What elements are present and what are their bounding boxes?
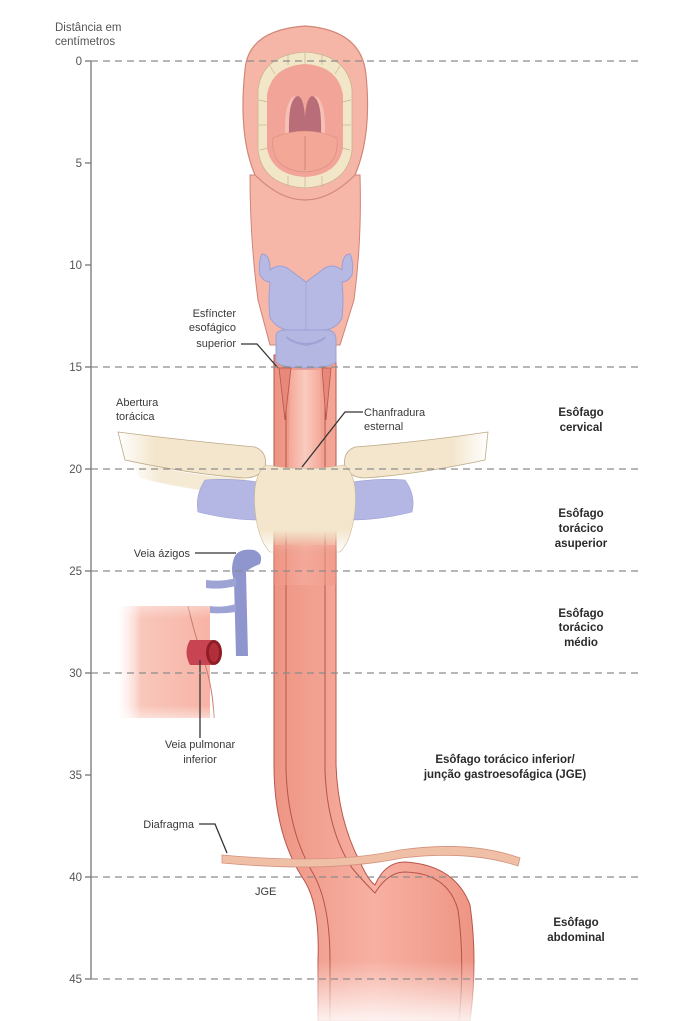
segment-upper-thoracic-3: asuperior	[555, 538, 608, 550]
segment-upper-thoracic-2: torácico	[559, 523, 604, 535]
label-sphincter-1: Esfíncter	[193, 308, 237, 320]
label-thoracic-opening-2: torácica	[116, 411, 155, 423]
mouth	[242, 25, 369, 201]
leader-lines	[195, 343, 363, 854]
label-sphincter-3: superior	[196, 338, 236, 350]
axis-tick-label: 0	[76, 56, 82, 68]
segment-cervical-1: Esôfago	[558, 407, 603, 419]
azygos-vein	[206, 549, 262, 656]
axis-tick-label: 40	[69, 872, 82, 884]
label-pulmonary-vein-2: inferior	[183, 754, 217, 766]
thyroid-cartilage	[258, 253, 354, 369]
axis-tick-label: 35	[69, 770, 82, 782]
anatomy-labels: Esfíncter esofágico superior Abertura to…	[116, 308, 426, 898]
segment-abdominal-1: Esôfago	[553, 917, 598, 929]
thoracic-bones	[117, 431, 489, 553]
axis-tick-label: 5	[76, 158, 82, 170]
label-azygos-vein: Veia ázigos	[134, 548, 191, 560]
segment-labels: Esôfago cervical Esôfago torácico asuper…	[423, 407, 608, 944]
segment-cervical-2: cervical	[560, 422, 603, 434]
axis-tick-label: 30	[69, 668, 82, 680]
axis-tick-label: 15	[69, 362, 82, 374]
segment-lower-thoracic-1: Esôfago torácico inferior/	[435, 754, 575, 766]
axis-tick-label: 20	[69, 464, 82, 476]
axis-title-line2: centímetros	[55, 36, 115, 48]
segment-lower-thoracic-2: junção gastroesofágica (JGE)	[423, 769, 586, 781]
label-pulmonary-vein-1: Veia pulmonar	[165, 739, 236, 751]
axis-ticks: 0 5 10 15 20 25 30 35 40 45	[69, 56, 91, 986]
axis-tick-label: 45	[69, 974, 82, 986]
segment-abdominal-2: abdominal	[547, 932, 605, 944]
segment-mid-thoracic-2: torácico	[559, 622, 604, 634]
segment-upper-thoracic-1: Esôfago	[558, 508, 603, 520]
segment-mid-thoracic-1: Esôfago	[558, 608, 603, 620]
label-thoracic-opening-1: Abertura	[116, 397, 159, 409]
axis-title-line1: Distância em	[55, 22, 121, 34]
diaphragm	[221, 846, 521, 868]
axis-tick-label: 25	[69, 566, 82, 578]
label-gej: JGE	[255, 886, 276, 898]
segment-mid-thoracic-3: médio	[564, 637, 598, 649]
distance-axis: Distância em centímetros 0 5 10 15 20 25 30 35 4…	[55, 22, 121, 986]
label-diaphragm: Diafragma	[143, 819, 195, 831]
label-sternal-notch-1: Chanfradura	[364, 407, 426, 419]
label-sternal-notch-2: esternal	[364, 421, 403, 433]
axis-tick-label: 10	[69, 260, 82, 272]
upper-sphincter-muscle	[278, 367, 332, 421]
label-sphincter-2: esofágico	[189, 322, 236, 334]
level-dashed-lines	[91, 60, 640, 980]
pulmonary-vein	[186, 640, 222, 665]
